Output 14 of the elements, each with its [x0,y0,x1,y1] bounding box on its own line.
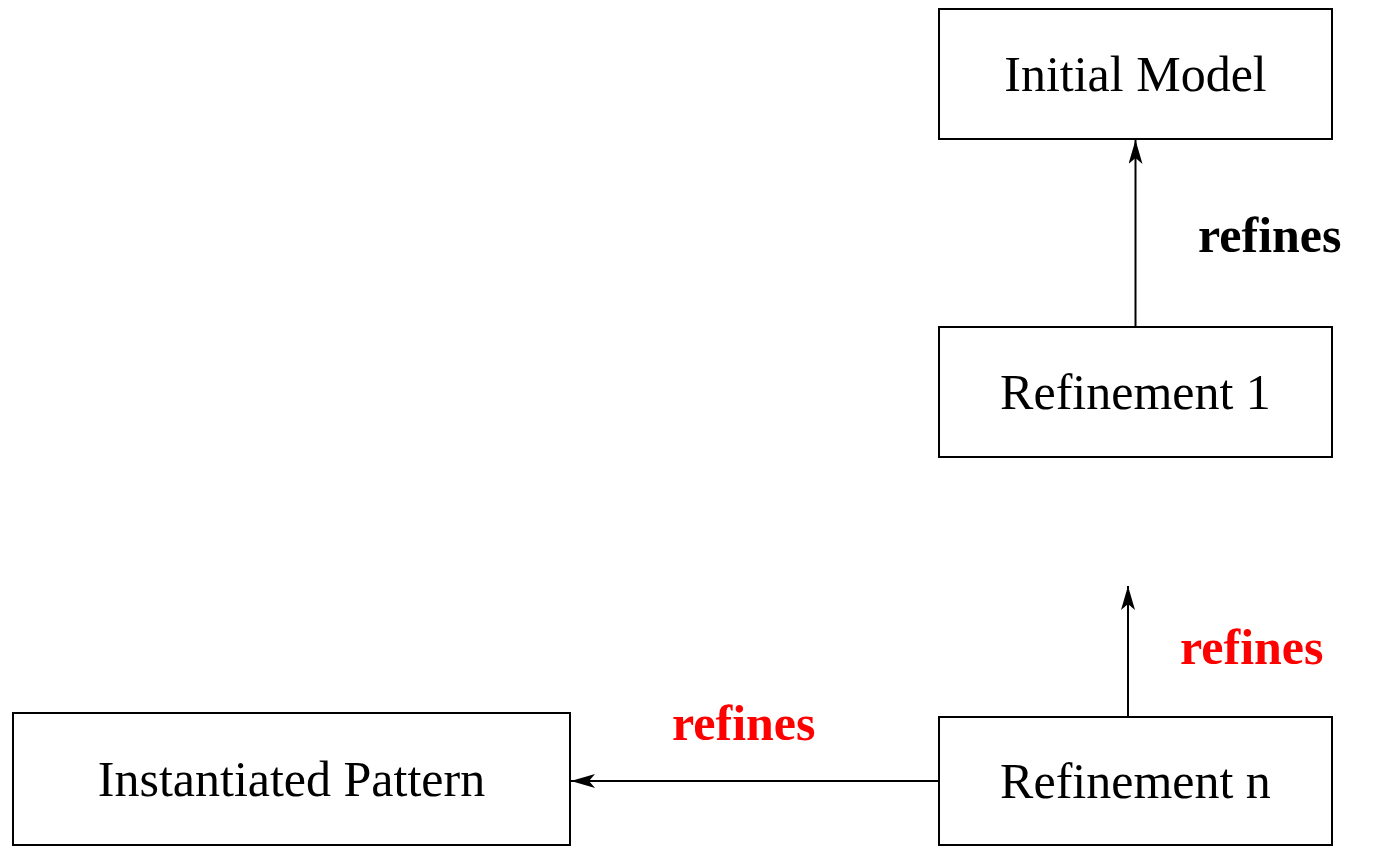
process-box [938,326,1333,458]
box-label: Initial Model [1004,46,1267,102]
box-label: Instantiated Pattern [97,751,486,807]
box-label: Refinement 1 [1000,364,1271,420]
box-label: Refinement n [1000,753,1271,809]
arrow [570,774,939,788]
edge-label: refines [1180,622,1324,672]
process-box [12,712,571,846]
process-box [938,8,1333,140]
edge-label: refines [1198,210,1342,260]
arrow [1128,139,1143,327]
arrow [1121,585,1135,717]
process-box [938,716,1333,846]
edge-label: refines [672,698,816,748]
